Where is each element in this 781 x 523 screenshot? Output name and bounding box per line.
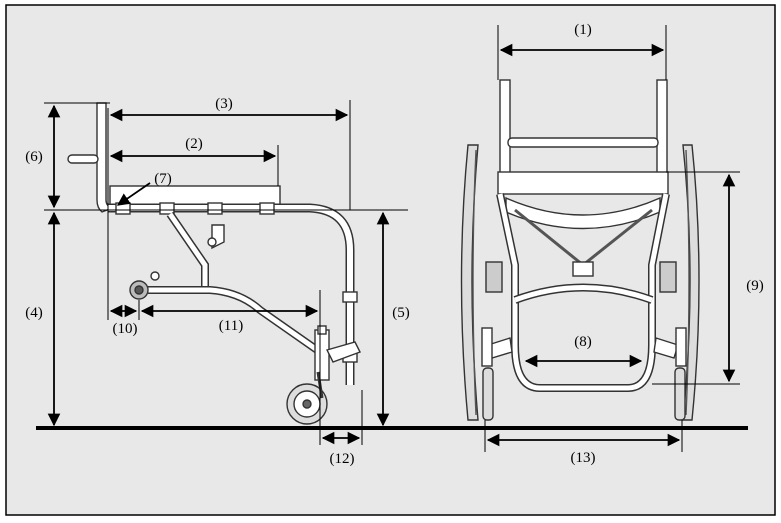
caster-stem <box>317 325 327 335</box>
label-9: (9) <box>746 278 764 294</box>
rail-clamp <box>342 291 358 303</box>
right-caster-fork <box>675 327 687 367</box>
left-handrim <box>472 149 477 416</box>
pointer-arrow-7 <box>116 182 151 206</box>
left-caster-wheel <box>482 367 494 421</box>
left-caster-fork <box>481 327 493 367</box>
label-5: (5) <box>392 305 410 321</box>
rear-axle-hub <box>134 285 144 295</box>
left-frame-tube-inner <box>497 193 518 345</box>
footplate-loop-inner <box>512 344 655 391</box>
left-hub <box>485 261 503 293</box>
right-handrim <box>685 149 690 416</box>
axle-bolt <box>207 237 217 247</box>
push-handle <box>67 154 99 164</box>
right-caster-wheel <box>674 367 686 421</box>
frame-rail-inner <box>108 205 353 385</box>
label-2: (2) <box>185 136 203 152</box>
rail-clamp <box>259 202 275 215</box>
label-8: (8) <box>574 334 592 350</box>
label-13: (13) <box>571 450 596 466</box>
dimension-labels: (1) (3) (2) (6) (7) (4) (5) (10) (11) (1… <box>25 22 764 467</box>
left-backrest-post <box>499 79 511 176</box>
label-4: (4) <box>25 305 43 321</box>
label-10: (10) <box>113 321 138 337</box>
rail-clamp <box>159 202 175 215</box>
label-3: (3) <box>215 96 233 112</box>
label-11: (11) <box>219 318 243 334</box>
right-frame-tube-inner <box>649 193 669 345</box>
footrest-bracket <box>325 341 361 363</box>
axle-adjuster <box>150 271 160 281</box>
seat-front <box>497 171 669 195</box>
reference-lines <box>44 25 740 452</box>
right-hub <box>659 261 677 293</box>
diagonal-strut-inner <box>167 212 208 290</box>
backrest-crossbar <box>507 137 659 148</box>
label-7: (7) <box>154 171 172 187</box>
cross-brace-joint <box>572 261 594 277</box>
footrest-bar-inner <box>514 285 653 303</box>
label-12: (12) <box>330 451 355 467</box>
dimension-arrows <box>47 43 736 447</box>
right-backrest-post <box>656 79 668 176</box>
front-view-wheelchair <box>460 79 700 421</box>
rail-clamp <box>207 202 223 215</box>
caster-hub <box>302 399 312 409</box>
seat-cushion <box>109 185 281 207</box>
label-6: (6) <box>25 149 43 165</box>
side-view-wheelchair <box>67 102 361 425</box>
label-1: (1) <box>574 22 592 38</box>
